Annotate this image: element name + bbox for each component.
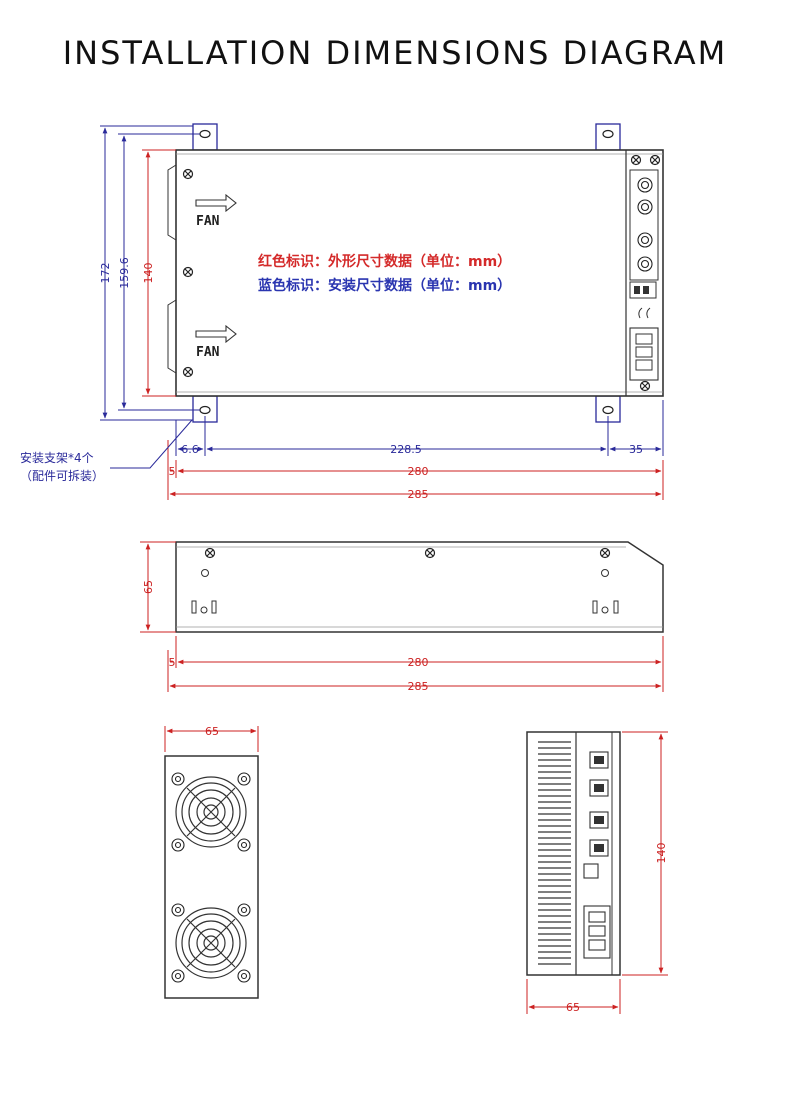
dim-65: 65 [142, 580, 155, 594]
dim-285: 285 [408, 488, 429, 501]
dim-280: 280 [408, 465, 429, 478]
back-view: 140 65 [526, 731, 668, 1014]
bracket-callout-line2: （配件可拆装） [20, 468, 104, 483]
diagram-title: INSTALLATION DIMENSIONS DIAGRAM [62, 34, 728, 72]
side-view: 65 5 280 285 [140, 541, 664, 693]
terminal-panel [625, 150, 661, 396]
dim-228-5: 228.5 [390, 443, 422, 456]
dim-65: 65 [205, 725, 219, 738]
psu-body-top [175, 149, 664, 397]
legend-blue: 蓝色标识：安装尺寸数据（单位：mm） [258, 277, 511, 294]
dim-6-6: 6.6 [181, 443, 199, 456]
psu-body-front [164, 755, 259, 999]
dim-172: 172 [99, 263, 112, 284]
top-view: FAN FAN 红色标识：外形尺寸数据（单位：mm） 蓝色标识：安装尺寸数据（单… [20, 123, 664, 501]
dim-140: 140 [142, 263, 155, 284]
dim-140: 140 [655, 843, 668, 864]
dim-159-6: 159.6 [118, 257, 131, 289]
fan-grille-icon [175, 776, 247, 848]
legend-red: 红色标识：外形尺寸数据（单位：mm） [258, 253, 511, 270]
dim-5: 5 [169, 465, 176, 478]
dim-35: 35 [629, 443, 643, 456]
fan-label: FAN [196, 214, 220, 229]
dim-280: 280 [408, 656, 429, 669]
fan-arrow-icon [195, 193, 237, 344]
psu-body-side [175, 541, 664, 633]
fan-label: FAN [196, 345, 220, 360]
dim-5: 5 [169, 656, 176, 669]
dim-285: 285 [408, 680, 429, 693]
front-view: 65 [164, 725, 259, 999]
bracket-callout-line1: 安装支架*4个 [20, 450, 94, 465]
fan-grille-icon [175, 907, 247, 979]
dim-65: 65 [566, 1001, 580, 1014]
